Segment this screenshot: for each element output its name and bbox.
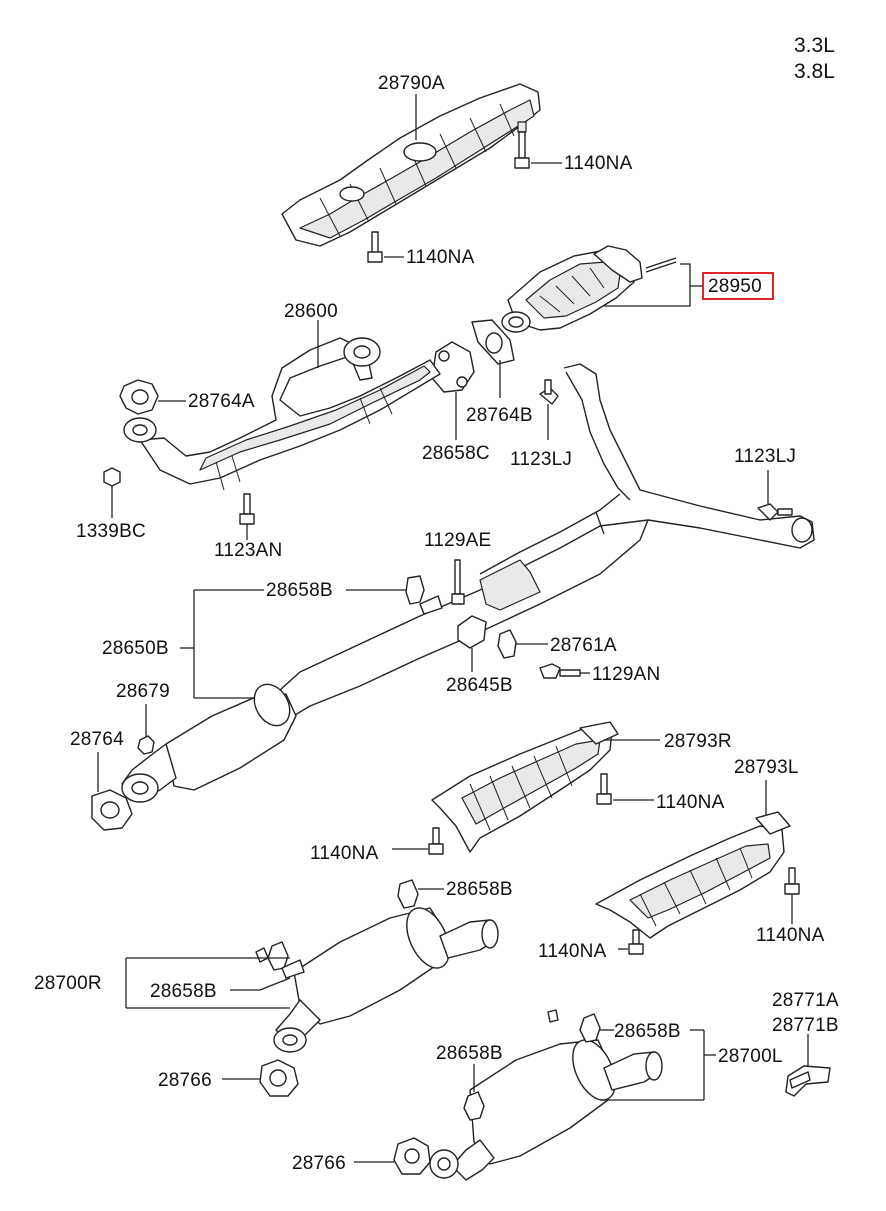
bolt-1140NA-top2[interactable]: [367, 231, 404, 263]
label-28950[interactable]: 28950: [708, 276, 762, 297]
hanger-28658B-e[interactable]: [463, 1064, 485, 1121]
rear-muffler-28700L[interactable]: [429, 1033, 663, 1181]
engine-label-1: 3.3L: [794, 34, 835, 57]
gasket-28766-b[interactable]: [354, 1137, 431, 1175]
front-muffler[interactable]: [121, 678, 297, 803]
selected-part-highlight: [702, 272, 774, 300]
hanger-28658B-c[interactable]: [230, 941, 305, 991]
label-28790A[interactable]: 28790A: [378, 73, 445, 94]
label-1140NA-r2[interactable]: 1140NA: [310, 843, 379, 864]
label-28771B[interactable]: 28771B: [772, 1015, 839, 1036]
label-1339BC[interactable]: 1339BC: [76, 521, 146, 542]
bolt-1123AN[interactable]: [239, 493, 255, 540]
hanger-28658B-d[interactable]: [547, 1009, 614, 1043]
gasket-28766-a[interactable]: [222, 1059, 299, 1097]
label-1140NA-l2[interactable]: 1140NA: [538, 941, 607, 962]
gasket-28764[interactable]: [91, 752, 133, 831]
rear-muffler-28700R[interactable]: [273, 901, 499, 1053]
bolt-1123LJ-b[interactable]: [757, 470, 793, 521]
bracket-28645B[interactable]: [457, 615, 487, 672]
gasket-28764A[interactable]: [119, 379, 159, 415]
label-28700R[interactable]: 28700R: [34, 973, 102, 994]
engine-label-2: 3.8L: [794, 60, 835, 83]
label-28600[interactable]: 28600: [284, 301, 338, 322]
label-28700L[interactable]: 28700L: [718, 1046, 783, 1067]
front-pipe-28600[interactable]: [123, 337, 441, 491]
bolt-1140NA-l2[interactable]: [618, 929, 644, 955]
bolt-1140NA-r2[interactable]: [392, 827, 444, 855]
bolt-1129AE[interactable]: [451, 559, 465, 605]
label-28766-a[interactable]: 28766: [158, 1070, 212, 1091]
label-28761A[interactable]: 28761A: [550, 635, 617, 656]
label-28764B[interactable]: 28764B: [466, 405, 533, 426]
label-28766-b[interactable]: 28766: [292, 1153, 346, 1174]
label-1140NA-top[interactable]: 1140NA: [564, 153, 633, 174]
label-28658C[interactable]: 28658C: [422, 443, 490, 464]
bracket-28771A-B[interactable]: [785, 1034, 831, 1097]
label-1140NA-top2[interactable]: 1140NA: [406, 247, 475, 268]
label-28658B-b[interactable]: 28658B: [446, 879, 513, 900]
label-28650B[interactable]: 28650B: [102, 638, 169, 659]
bolt-1123LJ-a[interactable]: [539, 379, 559, 440]
bolt-1129AN[interactable]: [539, 663, 590, 679]
nut-28679[interactable]: [137, 704, 155, 755]
label-1140NA-r1[interactable]: 1140NA: [656, 792, 725, 813]
bolt-1140NA-r1[interactable]: [596, 773, 654, 805]
label-28793R[interactable]: 28793R: [664, 731, 732, 752]
label-1129AE[interactable]: 1129AE: [424, 530, 492, 551]
label-1129AN[interactable]: 1129AN: [592, 664, 661, 685]
label-1123LJ-b[interactable]: 1123LJ: [734, 446, 797, 467]
hanger-28658B-b[interactable]: [397, 879, 444, 909]
flange-28658C[interactable]: [431, 341, 475, 393]
heat-shield-28793L[interactable]: [595, 780, 791, 939]
label-28764[interactable]: 28764: [70, 729, 124, 750]
hanger-28658B-a[interactable]: [346, 575, 443, 615]
label-28764A[interactable]: 28764A: [188, 391, 255, 412]
label-28658B-c[interactable]: 28658B: [150, 981, 217, 1002]
gasket-28764B[interactable]: [471, 319, 515, 365]
center-pipe-28650B[interactable]: [269, 363, 815, 719]
label-1123LJ-a[interactable]: 1123LJ: [510, 449, 573, 470]
nut-1339BC[interactable]: [103, 467, 121, 518]
label-28658B-e[interactable]: 28658B: [436, 1043, 503, 1064]
label-28645B[interactable]: 28645B: [446, 675, 513, 696]
label-28793L[interactable]: 28793L: [734, 757, 799, 778]
label-28679[interactable]: 28679: [116, 681, 170, 702]
bolt-1140NA-l1[interactable]: [784, 867, 800, 924]
label-28771A[interactable]: 28771A: [772, 990, 839, 1011]
label-28658B-d[interactable]: 28658B: [614, 1021, 681, 1042]
label-28658B-a[interactable]: 28658B: [266, 580, 333, 601]
heat-shield-28790A[interactable]: [281, 83, 541, 247]
label-1140NA-l1[interactable]: 1140NA: [756, 925, 825, 946]
hanger-28761A[interactable]: [497, 629, 548, 659]
catalytic-converter-28950[interactable]: [501, 245, 691, 333]
heat-shield-28793R[interactable]: [431, 721, 660, 853]
bolt-1140NA-top[interactable]: [514, 121, 562, 169]
label-1123AN[interactable]: 1123AN: [214, 540, 283, 561]
